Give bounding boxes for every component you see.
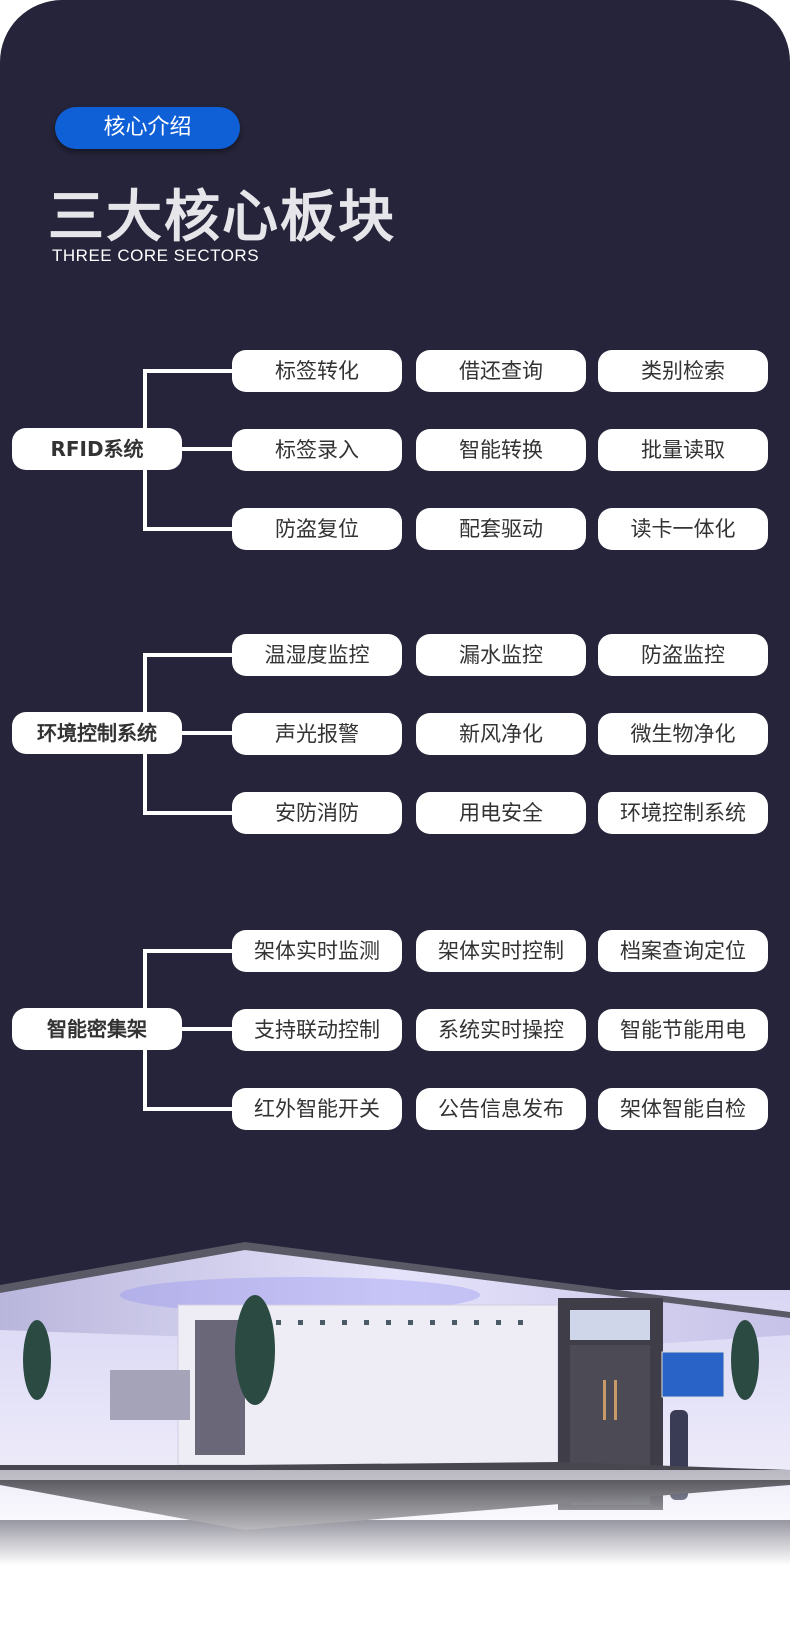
system-label: 环境控制系统 (12, 712, 182, 754)
section-badge: 核心介绍 (55, 107, 240, 149)
feature-item: 系统实时操控 (416, 1009, 586, 1051)
feature-item: 架体实时控制 (416, 930, 586, 972)
bottom-fade (0, 1470, 790, 1629)
feature-item: 借还查询 (416, 350, 586, 392)
connector-line (143, 653, 232, 657)
feature-item: 新风净化 (416, 713, 586, 755)
feature-item: 架体智能自检 (598, 1088, 768, 1130)
feature-item: 支持联动控制 (232, 1009, 402, 1051)
feature-item: 类别检索 (598, 350, 768, 392)
feature-item: 智能节能用电 (598, 1009, 768, 1051)
connector-line (182, 447, 232, 451)
connector-line (143, 949, 232, 953)
connector-line (143, 1107, 232, 1111)
feature-item: 配套驱动 (416, 508, 586, 550)
connector-line (182, 731, 232, 735)
feature-item: 温湿度监控 (232, 634, 402, 676)
page-title: 三大核心板块 (48, 185, 396, 250)
feature-item: 批量读取 (598, 429, 768, 471)
feature-item: 标签录入 (232, 429, 402, 471)
feature-item: 声光报警 (232, 713, 402, 755)
feature-item: 读卡一体化 (598, 508, 768, 550)
section-1: RFID系统 标签转化借还查询类别检索标签录入智能转换批量读取防盗复位配套驱动读卡… (0, 350, 790, 550)
feature-item: 防盗复位 (232, 508, 402, 550)
feature-item: 防盗监控 (598, 634, 768, 676)
system-label: 智能密集架 (12, 1008, 182, 1050)
connector-line (143, 527, 232, 531)
connector-line (182, 1027, 232, 1031)
page-subtitle: THREE CORE SECTORS (52, 246, 260, 265)
connector-line (143, 369, 232, 373)
feature-item: 架体实时监测 (232, 930, 402, 972)
plant (23, 1295, 759, 1405)
feature-item: 安防消防 (232, 792, 402, 834)
feature-item: 环境控制系统 (598, 792, 768, 834)
feature-item: 标签转化 (232, 350, 402, 392)
feature-item: 用电安全 (416, 792, 586, 834)
system-label: RFID系统 (12, 428, 182, 470)
feature-item: 档案查询定位 (598, 930, 768, 972)
feature-item: 红外智能开关 (232, 1088, 402, 1130)
connector-line (143, 811, 232, 815)
section-2: 环境控制系统 温湿度监控漏水监控防盗监控声光报警新风净化微生物净化安防消防用电安全… (0, 634, 790, 834)
section-3: 智能密集架 架体实时监测架体实时控制档案查询定位支持联动控制系统实时操控智能节能用… (0, 930, 790, 1130)
feature-item: 公告信息发布 (416, 1088, 586, 1130)
feature-item: 微生物净化 (598, 713, 768, 755)
feature-item: 漏水监控 (416, 634, 586, 676)
feature-item: 智能转换 (416, 429, 586, 471)
